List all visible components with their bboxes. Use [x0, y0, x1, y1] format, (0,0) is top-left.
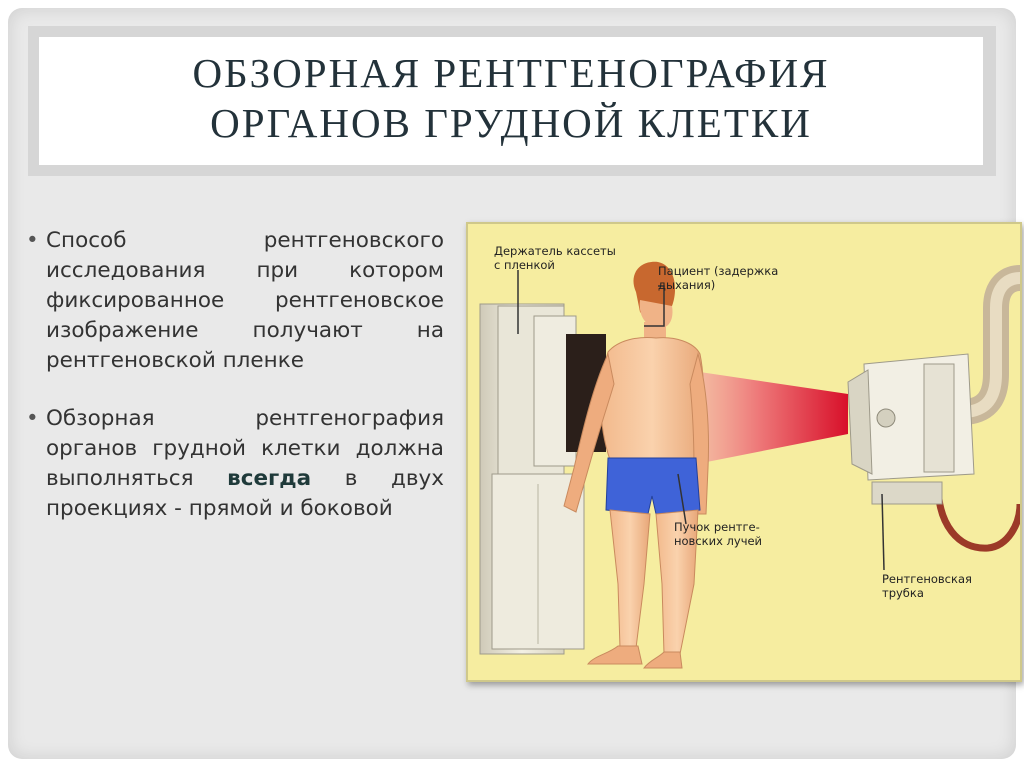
xray-illustration: Держатель кассеты с пленкой Пациент (зад…	[466, 222, 1022, 682]
label-line: новских лучей	[674, 534, 763, 548]
bullet-item: • Способ рентгеновского исследования при…	[22, 226, 444, 376]
bullet-item: • Обзорная рентгенография органов грудно…	[22, 404, 444, 524]
label-line: Рентгеновская	[882, 572, 972, 586]
title-box	[39, 37, 983, 165]
bullet-emphasis: всегда	[227, 466, 312, 491]
label-xray-tube: Рентгеновская трубка	[882, 572, 972, 600]
bullet-dot-icon: •	[26, 406, 39, 431]
bullet-text: в двух проекциях - прямой и боковой	[46, 466, 444, 521]
slide-title: ОБЗОРНАЯ РЕНТГЕНОГРАФИЯ ОРГАНОВ ГРУДНОЙ …	[39, 48, 983, 148]
xray-scene-drawing	[479, 261, 1020, 669]
label-line: с пленкой	[494, 258, 555, 272]
label-beam: Пучок рентге- новских лучей	[674, 520, 762, 548]
bullet-dot-icon: •	[26, 228, 39, 253]
label-patient: Пациент (задержка дыхания)	[658, 264, 778, 292]
title-line-2: ОРГАНОВ ГРУДНОЙ КЛЕТКИ	[210, 100, 812, 146]
label-line: Пациент (задержка	[658, 264, 779, 278]
label-line: трубка	[882, 586, 924, 600]
bullet-list: • Способ рентгеновского исследования при…	[22, 226, 444, 524]
patient-figure-icon	[563, 261, 710, 669]
label-line: дыхания)	[658, 278, 716, 292]
label-line: Пучок рентге-	[674, 520, 760, 534]
tube-cable-icon	[934, 483, 1020, 552]
label-cassette-holder: Держатель кассеты с пленкой	[494, 244, 616, 272]
label-line: Держатель кассеты	[494, 244, 616, 258]
bullet-text: Способ рентгеновского исследования при к…	[46, 228, 444, 373]
title-line-1: ОБЗОРНАЯ РЕНТГЕНОГРАФИЯ	[192, 50, 830, 96]
bullet-text: Обзорная рентгенография органов грудной …	[46, 406, 444, 491]
xray-tube-head-icon	[847, 353, 975, 505]
